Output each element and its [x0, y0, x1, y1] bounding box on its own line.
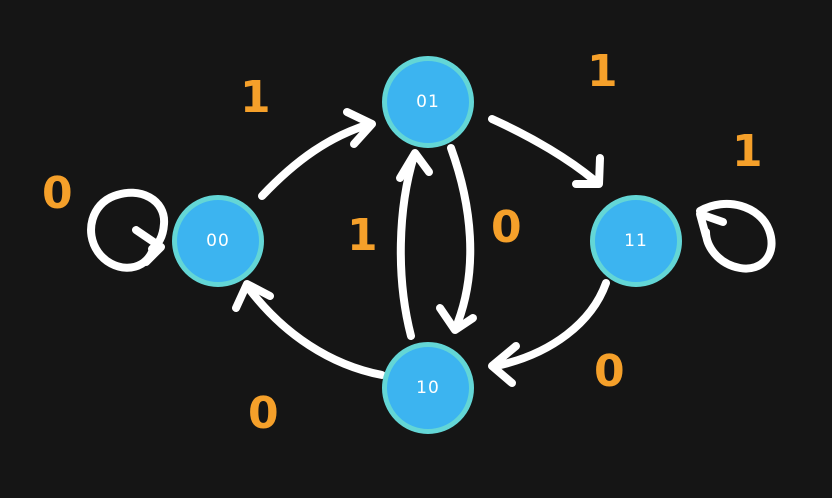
transition-arrow-01-to-10 — [436, 144, 477, 334]
transition-arrow-11-to-10 — [488, 279, 610, 387]
arrowhead — [396, 149, 433, 182]
edge-label-01-to-10: 0 — [491, 202, 522, 253]
arrowhead — [572, 154, 604, 188]
edge-label-10-to-01: 1 — [347, 210, 378, 261]
edge-label-00-to-01: 1 — [240, 72, 271, 123]
transition-arrow-10-to-00 — [232, 280, 386, 379]
arrowhead — [132, 226, 165, 266]
edge-label-11-to-11: 1 — [732, 126, 763, 177]
state-node-00[interactable]: 00 — [172, 195, 264, 287]
state-label-10: 10 — [416, 378, 440, 398]
state-label-11: 11 — [624, 231, 648, 251]
transition-arrow-00-to-01 — [258, 108, 376, 200]
edge-label-01-to-11: 1 — [587, 46, 618, 97]
edge-label-10-to-00: 0 — [248, 388, 279, 439]
arrowhead — [436, 304, 477, 334]
arrowhead — [488, 342, 520, 387]
transition-arrow-11-to-11 — [696, 199, 776, 273]
arrowhead — [232, 280, 274, 312]
edge-label-11-to-10: 0 — [594, 346, 625, 397]
transition-arrow-01-to-11 — [488, 115, 604, 188]
arrowhead — [696, 210, 727, 240]
state-node-10[interactable]: 10 — [382, 342, 474, 434]
edge-label-00-to-00: 0 — [42, 168, 73, 219]
transition-arrow-10-to-01 — [396, 149, 433, 340]
state-node-01[interactable]: 01 — [382, 56, 474, 148]
state-label-00: 00 — [206, 231, 230, 251]
transition-arrow-00-to-00 — [87, 188, 169, 272]
arrowhead — [343, 108, 376, 148]
state-node-11[interactable]: 11 — [590, 195, 682, 287]
state-label-01: 01 — [416, 92, 440, 112]
